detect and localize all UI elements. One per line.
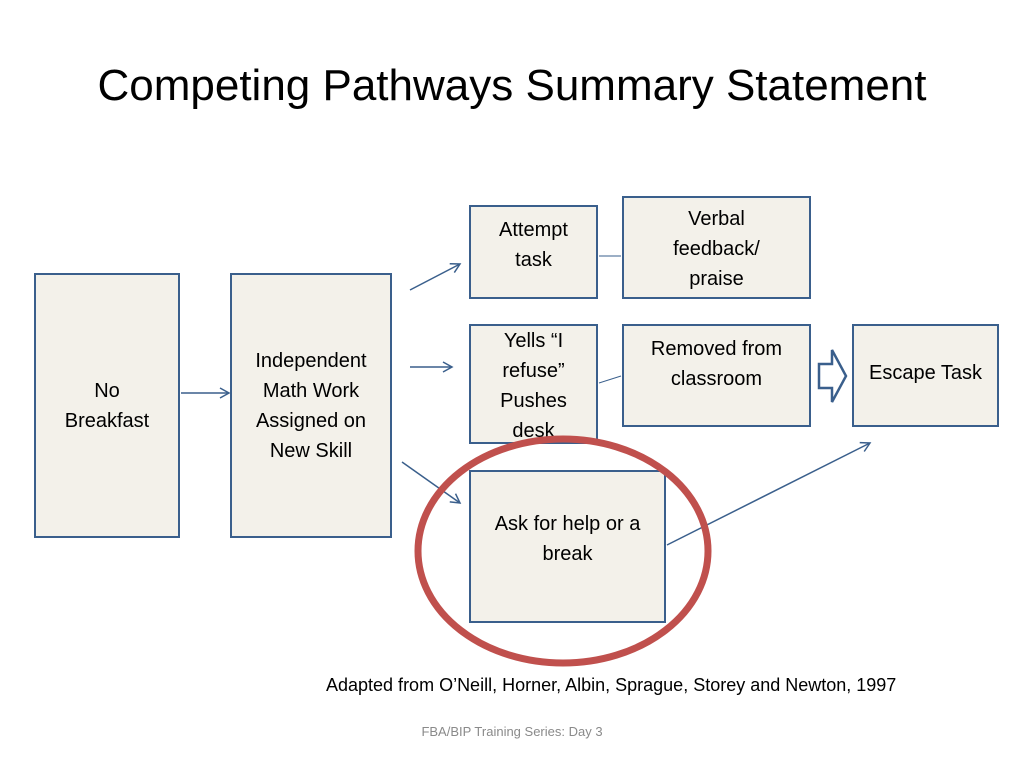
setting-event-box: No Breakfast xyxy=(34,273,180,538)
arrow-antecedent-to-ask xyxy=(401,461,462,504)
setting-event-line: Breakfast xyxy=(64,409,150,432)
maintaining-consequence-text: Removed from classroom xyxy=(651,334,782,394)
desired-consequence-line: feedback/ xyxy=(673,238,760,260)
function-box: Escape Task xyxy=(852,324,999,427)
desired-consequence-text: Verbal feedback/ praise xyxy=(673,198,760,294)
antecedent-line: Independent xyxy=(255,349,367,372)
desired-behavior-text: Attempt task xyxy=(499,215,568,275)
arrow-antecedent-to-attempt xyxy=(409,262,462,291)
antecedent-line: Assigned on xyxy=(255,409,367,432)
antecedent-line: New Skill xyxy=(269,439,353,462)
setting-event-line: No xyxy=(94,379,120,402)
connector-yells-to-removed xyxy=(598,375,622,384)
desired-behavior-box: Attempt task xyxy=(469,205,598,299)
desired-consequence-box: Verbal feedback/ praise xyxy=(622,196,811,299)
block-arrow-removed-to-escape xyxy=(817,349,848,403)
problem-behavior-text: Yells “I refuse” Pushes desk xyxy=(500,326,567,442)
arrow-ask-to-escape xyxy=(666,441,872,546)
desired-consequence-line: praise xyxy=(689,268,744,290)
replacement-behavior-box: Ask for help or a break xyxy=(469,470,666,623)
setting-event-text: No Breakfast xyxy=(65,376,149,436)
maintaining-consequence-box: Removed from classroom xyxy=(622,324,811,427)
function-line: Escape Task xyxy=(868,361,983,384)
desired-behavior-line: Attempt xyxy=(499,219,568,241)
citation: Adapted from O’Neill, Horner, Albin, Spr… xyxy=(326,675,897,695)
slide-title: Competing Pathways Summary Statement xyxy=(97,61,927,110)
replacement-behavior-text: Ask for help or a break xyxy=(495,509,641,569)
desired-behavior-line: task xyxy=(515,249,552,271)
desired-consequence-line: Verbal xyxy=(688,208,745,230)
maintaining-consequence-line: Removed from xyxy=(650,338,783,360)
footer-text: FBA/BIP Training Series: Day 3 xyxy=(421,724,603,739)
function-text: Escape Task xyxy=(869,358,982,388)
replacement-behavior-line: break xyxy=(542,542,593,565)
maintaining-consequence-line: classroom xyxy=(670,368,763,390)
problem-behavior-line: refuse” xyxy=(502,360,565,382)
problem-behavior-box: Yells “I refuse” Pushes desk xyxy=(469,324,598,444)
antecedent-line: Math Work xyxy=(262,379,360,402)
problem-behavior-line: Pushes xyxy=(500,390,567,412)
highlight-circle xyxy=(414,435,712,667)
antecedent-text: Independent Math Work Assigned on New Sk… xyxy=(255,346,366,466)
problem-behavior-line: Yells “I xyxy=(503,330,564,352)
antecedent-box: Independent Math Work Assigned on New Sk… xyxy=(230,273,392,538)
replacement-behavior-line: Ask for help or a xyxy=(494,512,641,535)
